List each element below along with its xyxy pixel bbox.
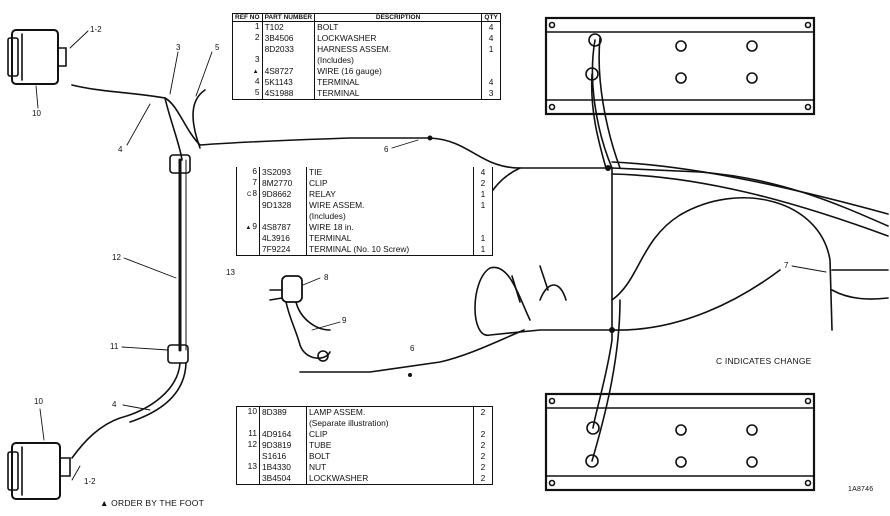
clip-top [169,154,191,174]
callout-13: 13 [226,268,235,277]
battery-top [544,16,816,116]
relay [269,275,331,362]
callout-1-2-top: 1-2 [90,25,102,34]
lamp-top [7,29,67,85]
callout-11: 11 [110,342,119,351]
callout-4-bottom: 4 [112,400,117,409]
battery-bottom [544,392,816,492]
table-row: (Separate illustration) [236,418,493,429]
header-description: DESCRIPTION [314,13,483,22]
clip-bottom [167,344,189,364]
callout-6-low: 6 [410,344,415,353]
table-row: (Includes) [236,211,493,222]
callout-10-bottom: 10 [34,397,43,406]
callout-6-mid: 6 [384,145,389,154]
callout-5: 5 [215,43,220,52]
callout-3: 3 [176,43,181,52]
lamp-bottom [7,442,71,500]
figure-number: 1A8746 [848,486,874,493]
callout-1-2-bottom: 1-2 [84,477,96,486]
table-row: 3(Includes) [232,55,501,66]
callout-7: 7 [784,261,789,270]
header-qty: QTY [481,13,501,22]
order-note: ▲ ORDER BY THE FOOT [100,498,204,508]
callout-12: 12 [112,253,121,262]
callout-4-top: 4 [118,145,123,154]
change-note: C INDICATES CHANGE [716,356,812,366]
callout-10-top: 10 [32,109,41,118]
header-part-number: PART NUMBER [261,13,316,22]
callout-9: 9 [342,316,347,325]
callout-8: 8 [324,273,329,282]
